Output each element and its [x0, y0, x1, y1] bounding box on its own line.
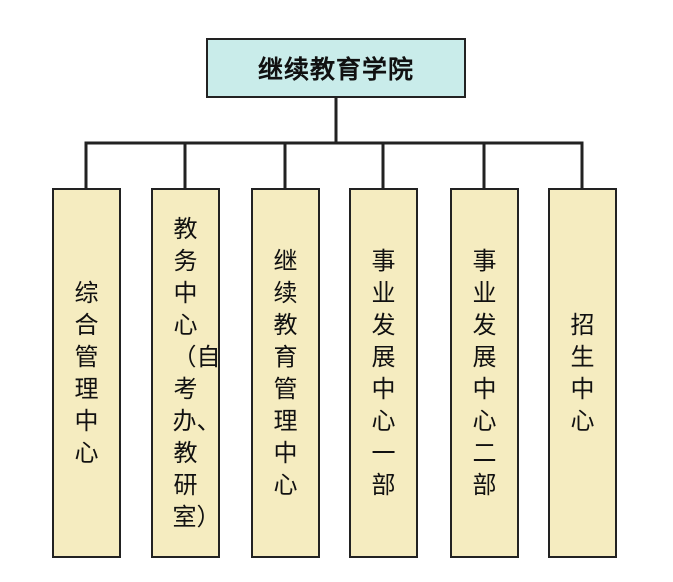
root-node: 继续教育学院: [206, 38, 466, 98]
department-node-4: 事业发展中心一部: [349, 188, 418, 558]
department-node-1: 综合管理中心: [52, 188, 121, 558]
root-title: 继续教育学院: [257, 55, 414, 84]
department-label-1: 综合管理中心: [74, 279, 99, 467]
department-label-4: 事业发展中心一部: [371, 247, 396, 499]
department-node-3: 继续教育管理中心: [251, 188, 320, 558]
department-node-6: 招生中心: [548, 188, 617, 558]
department-node-5: 事业发展中心二部: [450, 188, 519, 558]
department-label-6: 招生中心: [570, 311, 595, 435]
department-label-5: 事业发展中心二部: [472, 247, 497, 499]
department-label-3: 继续教育管理中心: [273, 247, 298, 499]
department-node-2: 教务中心（自考办、教研室）: [151, 188, 221, 558]
department-label-2: 教务中心（自考办、教研室）: [172, 215, 221, 531]
